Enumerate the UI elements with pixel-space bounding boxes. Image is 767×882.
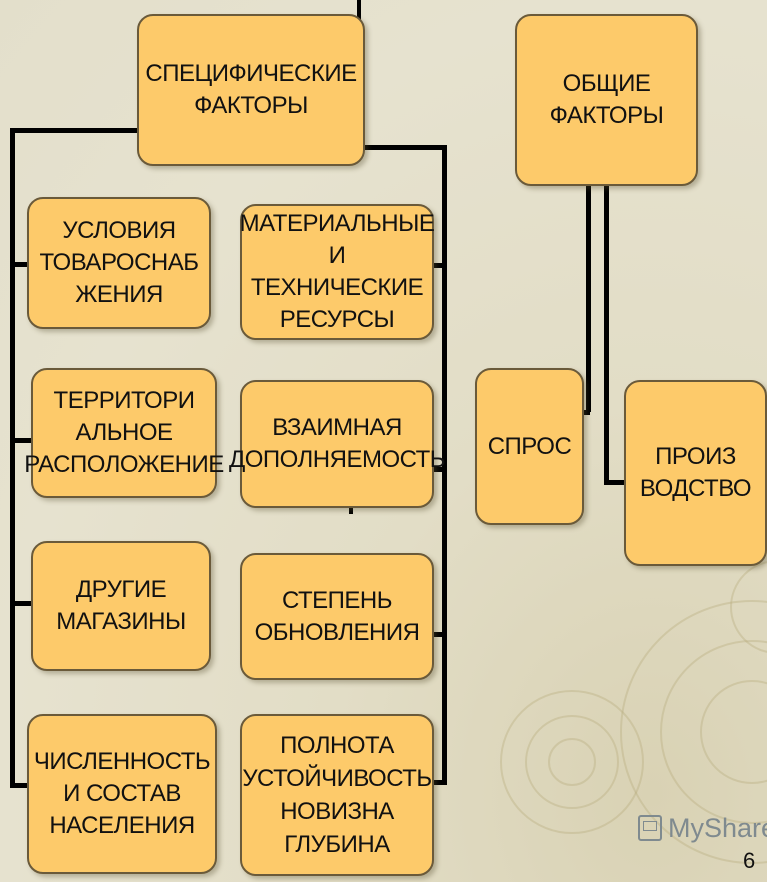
other-stores-box: ДРУГИЕ МАГАЗИНЫ	[31, 541, 211, 671]
assortment-box: ПОЛНОТА УСТОЙЧИВОСТЬ НОВИЗНА ГЛУБИНА	[240, 714, 434, 876]
specific-factors-box: СПЕЦИФИЧЕСКИЕ ФАКТОРЫ	[137, 14, 365, 166]
watermark: MyShared	[638, 808, 767, 848]
production-box: ПРОИЗ ВОДСТВО	[624, 380, 767, 566]
territorial-location-label: ТЕРРИТОРИ АЛЬНОЕ РАСПОЛОЖЕНИЕ	[24, 387, 224, 478]
territorial-location-box: ТЕРРИТОРИ АЛЬНОЕ РАСПОЛОЖЕНИЕ	[24, 368, 224, 498]
production-label: ПРОИЗ ВОДСТВО	[639, 443, 752, 502]
renewal-degree-box: СТЕПЕНЬ ОБНОВЛЕНИЯ	[240, 553, 434, 680]
demand-label: СПРОС	[487, 432, 572, 460]
population-box: ЧИСЛЕННОСТЬ И СОСТАВ НАСЕЛЕНИЯ	[27, 714, 217, 874]
page-number: 6	[743, 848, 756, 873]
demand-box: СПРОС	[475, 368, 584, 525]
presentation-icon	[638, 815, 662, 841]
other-stores-label: ДРУГИЕ МАГАЗИНЫ	[56, 576, 186, 635]
mutual-complementarity-box: ВЗАИМНАЯ ДОПОЛНЯЕМОСТЬ	[229, 380, 446, 508]
watermark-text: MyShared	[668, 812, 767, 843]
material-resources-label: МАТЕРИАЛЬНЫЕ И ТЕХНИЧЕСКИЕ РЕСУРСЫ	[239, 210, 435, 333]
general-factors-label: ОБЩИЕ ФАКТОРЫ	[549, 70, 664, 129]
supply-conditions-box: УСЛОВИЯ ТОВАРОСНАБ ЖЕНИЯ	[27, 197, 211, 329]
mutual-complementarity-label: ВЗАИМНАЯ ДОПОЛНЯЕМОСТЬ	[228, 414, 446, 473]
material-resources-box: МАТЕРИАЛЬНЫЕ И ТЕХНИЧЕСКИЕ РЕСУРСЫ	[239, 204, 435, 340]
supply-conditions-label: УСЛОВИЯ ТОВАРОСНАБ ЖЕНИЯ	[39, 217, 199, 308]
population-label: ЧИСЛЕННОСТЬ И СОСТАВ НАСЕЛЕНИЯ	[33, 748, 211, 839]
specific-factors-label: СПЕЦИФИЧЕСКИЕ ФАКТОРЫ	[145, 60, 357, 119]
general-factors-box: ОБЩИЕ ФАКТОРЫ	[515, 14, 698, 186]
assortment-label: ПОЛНОТА УСТОЙЧИВОСТЬ НОВИЗНА ГЛУБИНА	[242, 732, 432, 858]
renewal-degree-label: СТЕПЕНЬ ОБНОВЛЕНИЯ	[254, 586, 420, 646]
